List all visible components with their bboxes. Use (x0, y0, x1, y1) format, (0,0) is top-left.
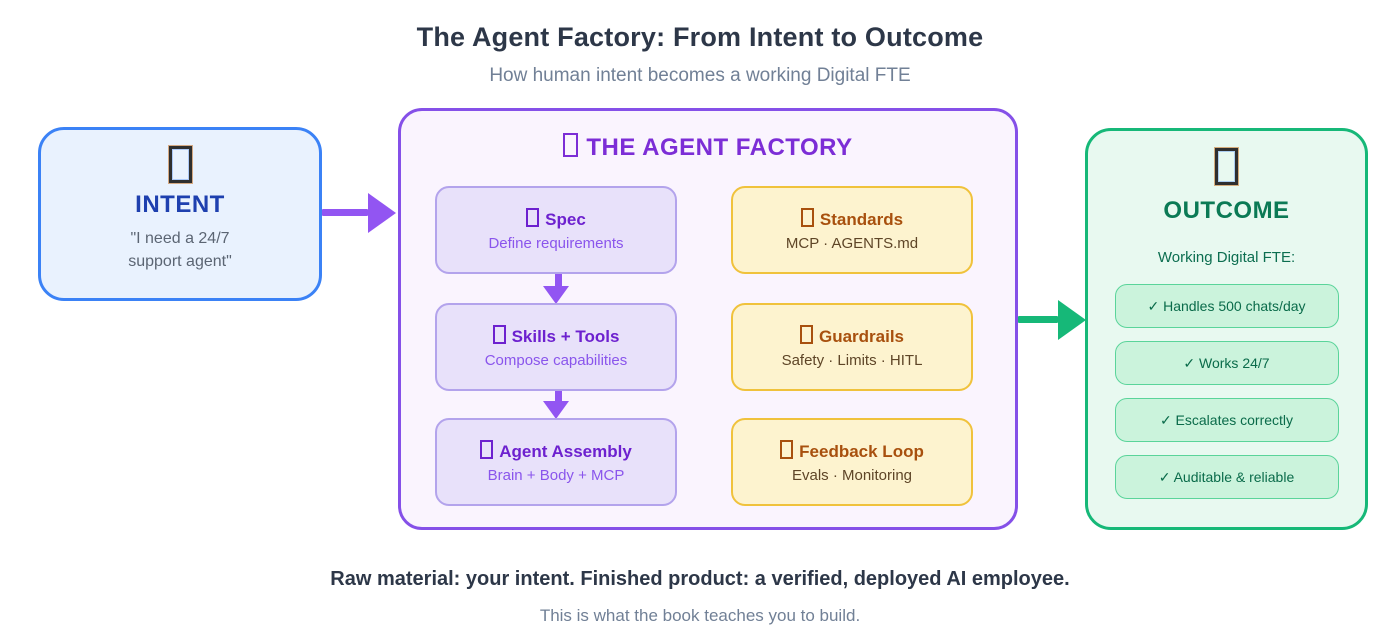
intent-quote: "I need a 24/7 support agent" (128, 230, 232, 271)
page-subtitle: How human intent becomes a working Digit… (489, 65, 911, 86)
spec-icon (526, 208, 540, 227)
agent-factory-box: THE AGENT FACTORY Spec Define requiremen… (398, 108, 1018, 530)
factory-icon (563, 133, 579, 157)
check-item-escalates: ✓ Escalates correctly (1114, 398, 1339, 442)
module-standards-subtitle: MCP · AGENTS.md (785, 235, 919, 252)
step-spec-title: Spec (526, 208, 586, 230)
step-assembly-box: Agent Assembly Brain + Body + MCP (435, 418, 677, 506)
arrow-factory-to-outcome-head (1058, 300, 1086, 340)
intent-title: INTENT (135, 191, 225, 218)
module-guardrails-box: Guardrails Safety · Limits · HITL (731, 303, 973, 391)
standards-icon (800, 208, 814, 227)
check-item-auditable: ✓ Auditable & reliable (1114, 455, 1339, 499)
step-spec-subtitle: Define requirements (488, 235, 624, 252)
arrow-skills-to-assembly-stem (555, 391, 562, 401)
check-item-works-247: ✓ Works 24/7 (1114, 341, 1339, 385)
factory-title: THE AGENT FACTORY (401, 133, 1015, 162)
arrow-factory-to-outcome-stem (1018, 316, 1058, 323)
outcome-subtitle: Working Digital FTE: (1157, 249, 1296, 266)
module-standards-box: Standards MCP · AGENTS.md (731, 186, 973, 274)
outcome-box: OUTCOME Working Digital FTE: ✓ Handles 5… (1085, 128, 1368, 530)
feedback-icon (780, 440, 794, 459)
intent-box: INTENT "I need a 24/7 support agent" (38, 127, 322, 301)
outcome-icon (1215, 148, 1238, 185)
arrow-skills-to-assembly-head (543, 401, 569, 419)
intent-icon (168, 146, 192, 183)
assembly-icon (480, 440, 494, 459)
arrow-spec-to-skills-head (543, 286, 569, 304)
skills-icon (492, 325, 506, 344)
step-spec-box: Spec Define requirements (435, 186, 677, 274)
step-skills-title: Skills + Tools (492, 325, 619, 347)
module-feedback-title: Feedback Loop (780, 440, 924, 462)
module-feedback-box: Feedback Loop Evals · Monitoring (731, 418, 973, 506)
arrow-intent-to-factory-head (368, 193, 396, 233)
step-skills-box: Skills + Tools Compose capabilities (435, 303, 677, 391)
footer-note: This is what the book teaches you to bui… (539, 606, 861, 625)
outcome-check-list: ✓ Handles 500 chats/day ✓ Works 24/7 ✓ E… (1114, 284, 1339, 499)
step-assembly-title: Agent Assembly (480, 440, 632, 462)
check-item-handles-chats: ✓ Handles 500 chats/day (1114, 284, 1339, 328)
guardrails-icon (799, 325, 813, 344)
module-feedback-subtitle: Evals · Monitoring (791, 467, 913, 484)
page-title: The Agent Factory: From Intent to Outcom… (416, 22, 984, 52)
step-assembly-subtitle: Brain + Body + MCP (487, 467, 625, 484)
outcome-title: OUTCOME (1163, 197, 1290, 224)
footer-headline: Raw material: your intent. Finished prod… (330, 568, 1070, 590)
module-guardrails-subtitle: Safety · Limits · HITL (781, 352, 923, 369)
module-standards-title: Standards (800, 208, 903, 230)
step-skills-subtitle: Compose capabilities (484, 352, 628, 369)
module-guardrails-title: Guardrails (799, 325, 904, 347)
arrow-spec-to-skills-stem (555, 274, 562, 286)
arrow-intent-to-factory-stem (322, 209, 368, 216)
